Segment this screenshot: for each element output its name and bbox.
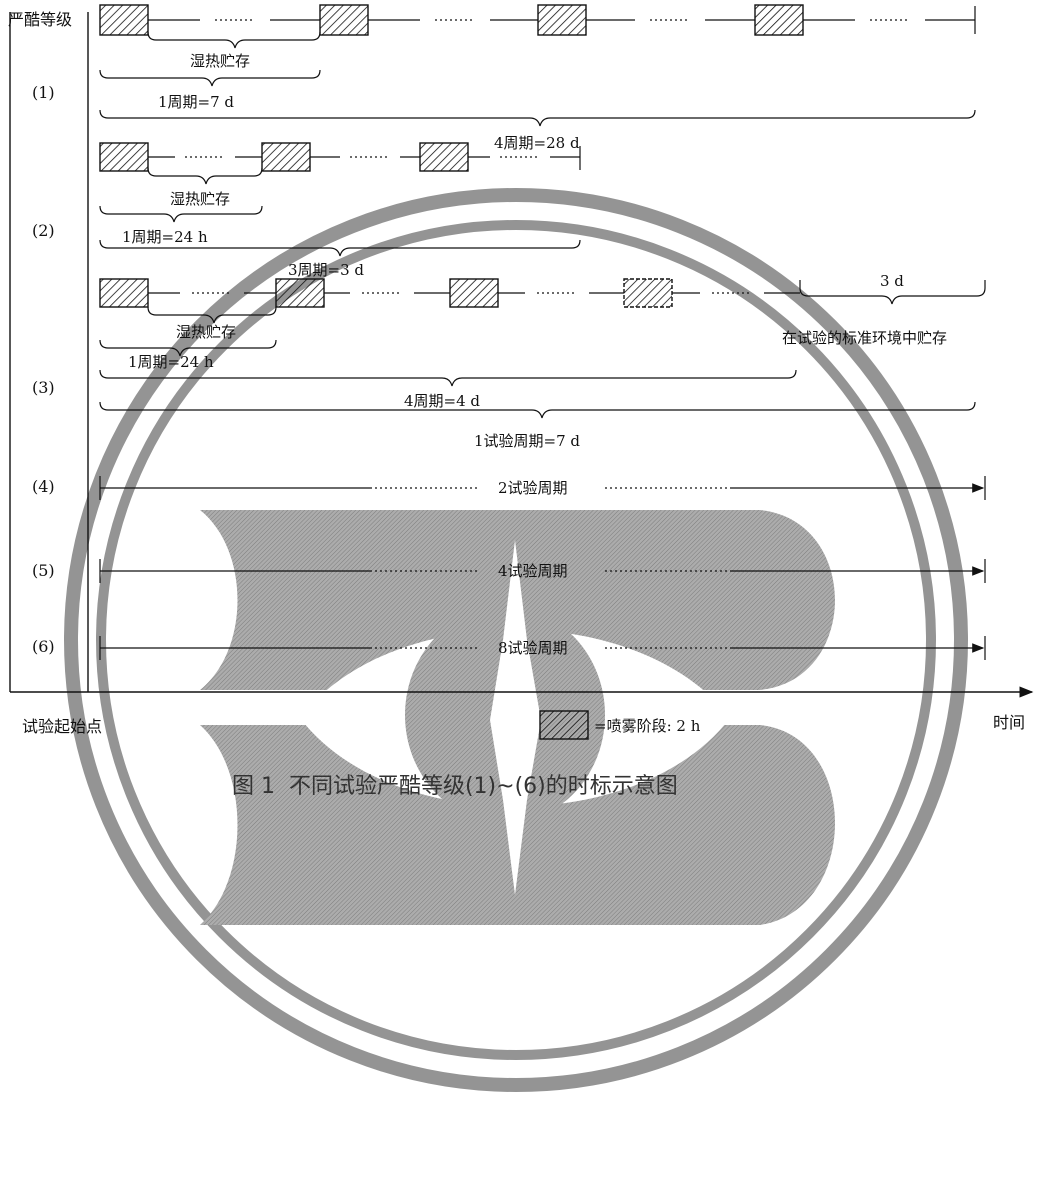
origin-label: 试验起始点 bbox=[22, 717, 102, 736]
spray-phase-block bbox=[319, 4, 369, 36]
figure-caption: 图 1 不同试验严酷等级(1)~(6)的时标示意图 bbox=[232, 774, 678, 799]
x-axis-title: 时间 bbox=[993, 713, 1025, 732]
watermark-seal bbox=[64, 188, 968, 1092]
level-label-2: (2) bbox=[32, 221, 55, 240]
level-label-1: (1) bbox=[32, 83, 55, 102]
brace bbox=[99, 69, 321, 87]
spray-phase-block bbox=[99, 4, 149, 36]
level-1-cycle-label: 1周期=7 d bbox=[158, 93, 234, 111]
brace bbox=[99, 401, 976, 419]
level-3-total-label: 4周期=4 d bbox=[404, 392, 480, 410]
brace bbox=[99, 205, 263, 223]
brace bbox=[147, 31, 321, 49]
level-4-label: 2试验周期 bbox=[498, 479, 568, 497]
spray-phase-block bbox=[261, 142, 311, 172]
spray-phase-block bbox=[99, 142, 149, 172]
brace bbox=[99, 339, 277, 357]
level-3-storage-label: 湿热贮存 bbox=[176, 323, 236, 341]
level-1-timeline bbox=[99, 4, 976, 127]
level-label-5: (5) bbox=[32, 561, 55, 580]
brace bbox=[147, 306, 277, 324]
axes bbox=[9, 12, 1034, 698]
brace bbox=[99, 239, 581, 257]
level-1-total-label: 4周期=28 d bbox=[494, 134, 580, 152]
brace bbox=[99, 369, 797, 387]
level-3-timeline bbox=[99, 278, 986, 419]
level-3-standard-label: 在试验的标准环境中贮存 bbox=[782, 329, 947, 347]
level-5-label: 4试验周期 bbox=[498, 562, 568, 580]
legend-spray-swatch bbox=[539, 710, 589, 740]
level-2-cycle-label: 1周期=24 h bbox=[122, 228, 208, 246]
level-3-cycle-label: 1周期=24 h bbox=[128, 353, 214, 371]
brace bbox=[147, 167, 263, 185]
spray-phase-block bbox=[99, 278, 149, 308]
level-2-timeline bbox=[99, 142, 581, 257]
y-axis-title: 严酷等级 bbox=[8, 10, 72, 29]
level-4-timeline bbox=[99, 476, 986, 500]
spray-phase-block bbox=[419, 142, 469, 172]
level-label-3: (3) bbox=[32, 378, 55, 397]
brace bbox=[799, 280, 986, 305]
level-2-total-label: 3周期=3 d bbox=[288, 261, 364, 279]
level-1-storage-label: 湿热贮存 bbox=[190, 52, 250, 70]
brace bbox=[99, 109, 976, 127]
spray-phase-block bbox=[537, 4, 587, 36]
legend-label: =喷雾阶段: 2 h bbox=[594, 717, 701, 735]
level-label-4: (4) bbox=[32, 477, 55, 496]
spray-phase-block bbox=[623, 278, 673, 308]
level-6-label: 8试验周期 bbox=[498, 639, 568, 657]
spray-phase-block bbox=[754, 4, 804, 36]
level-label-6: (6) bbox=[32, 637, 55, 656]
spray-phase-block bbox=[275, 278, 325, 308]
spray-phase-block bbox=[449, 278, 499, 308]
level-2-storage-label: 湿热贮存 bbox=[170, 190, 230, 208]
level-5-timeline bbox=[99, 559, 986, 583]
level-3-test-cycle-label: 1试验周期=7 d bbox=[474, 432, 580, 450]
level-6-timeline bbox=[99, 636, 986, 660]
level-3-standard-duration: 3 d bbox=[880, 272, 904, 290]
